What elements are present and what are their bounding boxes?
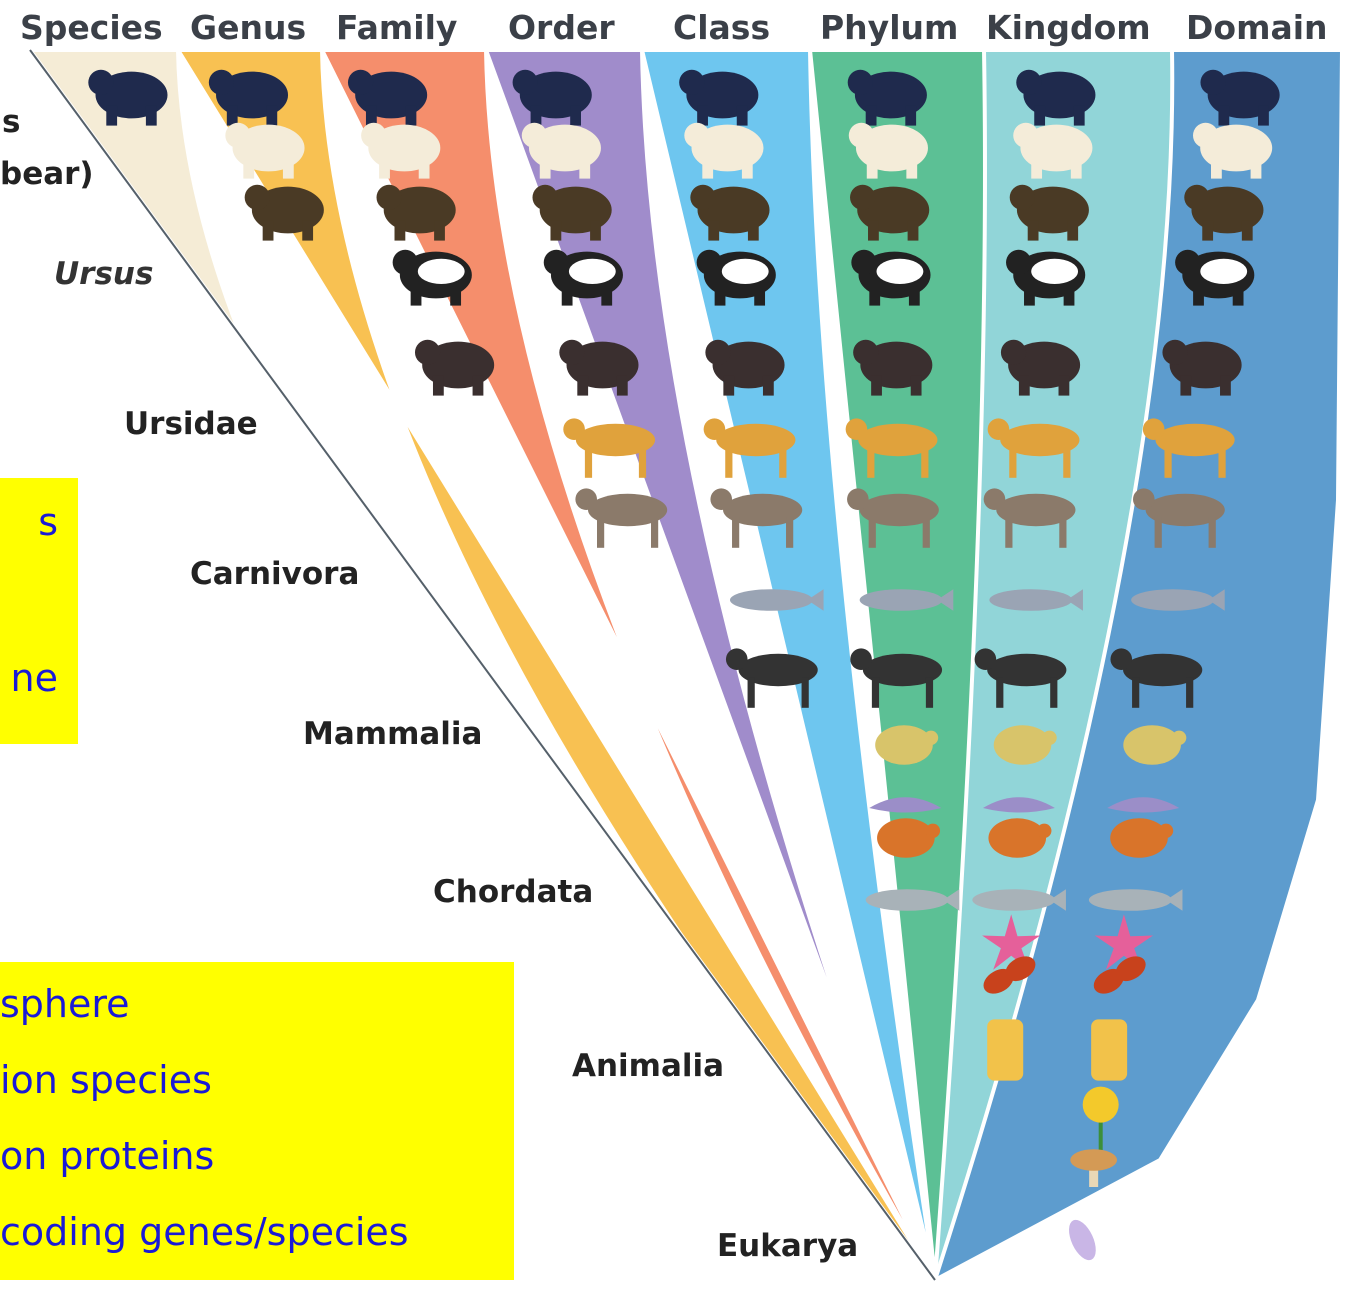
note-left-line-1: s xyxy=(38,500,58,544)
header-order: Order xyxy=(508,8,615,47)
note-bottom-line-3: on proteins xyxy=(0,1134,214,1178)
sponge-icon xyxy=(987,1019,1023,1080)
polar-bear-icon xyxy=(361,123,440,179)
protist-icon xyxy=(1063,1216,1101,1264)
species-label-fragment-1: s xyxy=(2,104,20,140)
header-class: Class xyxy=(673,8,770,47)
label-kingdom-animalia: Animalia xyxy=(572,1048,724,1084)
label-genus-ursus: Ursus xyxy=(54,256,153,292)
header-kingdom: Kingdom xyxy=(986,8,1151,47)
spectacled-bear-icon xyxy=(559,340,638,396)
note-box-bottom: sphere ion species on proteins coding ge… xyxy=(0,962,514,1280)
spectacled-bear-icon xyxy=(705,340,784,396)
header-phylum: Phylum xyxy=(820,8,958,47)
spectacled-bear-icon xyxy=(415,340,494,396)
sponge-icon xyxy=(1091,1019,1127,1080)
note-bottom-line-4: coding genes/species xyxy=(0,1210,409,1254)
species-label-fragment-2: bear) xyxy=(0,156,94,192)
brown-bear-icon xyxy=(532,185,611,241)
header-domain: Domain xyxy=(1186,8,1328,47)
header-species: Species xyxy=(20,8,163,47)
note-bottom-line-2: ion species xyxy=(0,1058,212,1102)
giant-panda-icon xyxy=(393,250,472,306)
header-family: Family xyxy=(336,8,457,47)
header-genus: Genus xyxy=(190,8,306,47)
label-family-ursidae: Ursidae xyxy=(124,406,258,442)
brown-bear-icon xyxy=(245,185,324,241)
label-order-carnivora: Carnivora xyxy=(190,556,359,592)
label-phylum-chordata: Chordata xyxy=(433,874,593,910)
note-left-line-2: ne xyxy=(11,656,58,700)
polar-bear-icon xyxy=(225,123,304,179)
label-domain-eukarya: Eukarya xyxy=(717,1228,858,1264)
giant-panda-icon xyxy=(544,250,623,306)
brown-bear-icon xyxy=(377,185,456,241)
note-box-left: s ne xyxy=(0,478,78,744)
label-class-mammalia: Mammalia xyxy=(303,716,482,752)
note-bottom-line-1: sphere xyxy=(0,982,130,1026)
